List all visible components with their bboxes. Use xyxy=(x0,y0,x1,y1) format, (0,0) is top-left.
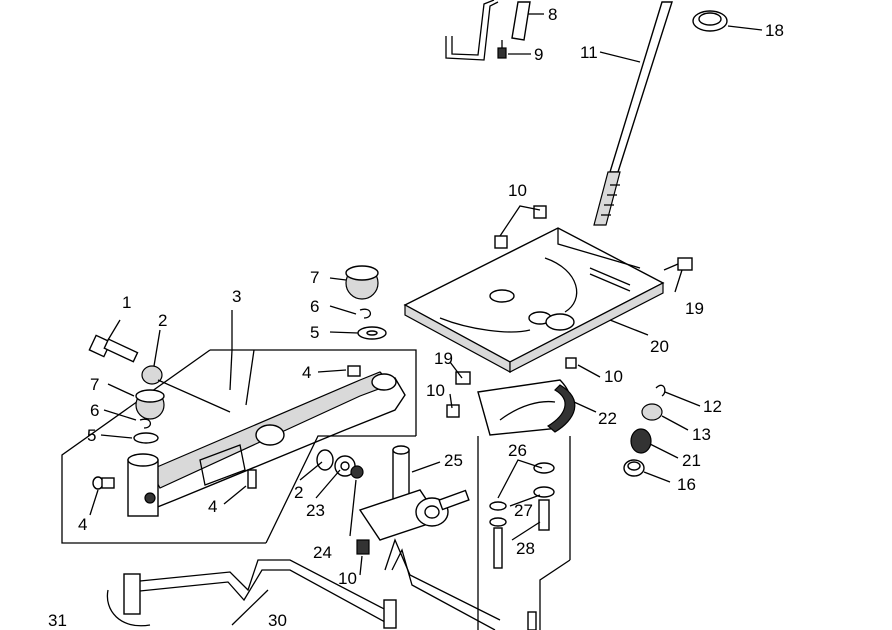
callout-28: 28 xyxy=(516,539,535,558)
callout-19-right: 19 xyxy=(685,299,704,318)
callout-5-left: 5 xyxy=(87,426,96,445)
callout-10-top: 10 xyxy=(508,181,527,200)
callout-23: 23 xyxy=(306,501,325,520)
callout-20: 20 xyxy=(650,337,669,356)
callout-7-left: 7 xyxy=(90,375,99,394)
callout-11: 11 xyxy=(580,43,598,62)
leader-lines xyxy=(89,13,763,626)
callout-10-left: 10 xyxy=(426,381,445,400)
right-spindle-parts xyxy=(345,265,387,377)
callout-21: 21 xyxy=(682,451,701,470)
tie-rod xyxy=(106,436,571,630)
pivot-parts xyxy=(316,445,410,501)
center-hardware xyxy=(489,462,555,569)
callout-9: 9 xyxy=(534,45,543,64)
callout-2-left: 2 xyxy=(158,311,167,330)
callout-19-left: 19 xyxy=(434,349,453,368)
steering-shaft xyxy=(593,1,673,226)
grommet xyxy=(692,10,728,32)
callout-30: 30 xyxy=(268,611,287,630)
left-spindle-parts xyxy=(88,334,165,490)
callout-27: 27 xyxy=(514,501,533,520)
lever-bracket xyxy=(445,0,531,61)
callout-10-right: 10 xyxy=(604,367,623,386)
callout-6-right: 6 xyxy=(310,297,319,316)
callout-3: 3 xyxy=(232,287,241,306)
callout-26: 26 xyxy=(508,441,527,460)
callout-4-right: 4 xyxy=(302,363,311,382)
plate-nuts xyxy=(446,205,577,418)
callout-31: 31 xyxy=(48,611,67,630)
front-axle xyxy=(127,371,406,517)
callout-16: 16 xyxy=(677,475,696,494)
callout-5-right: 5 xyxy=(310,323,319,342)
callout-10-bottom: 10 xyxy=(338,569,357,588)
pitman-arm xyxy=(356,489,470,555)
callout-18: 18 xyxy=(765,21,784,40)
sector-gear xyxy=(477,379,576,436)
steering-plate xyxy=(403,227,665,374)
callout-4-center: 4 xyxy=(208,497,217,516)
callout-8: 8 xyxy=(548,5,557,24)
callout-24: 24 xyxy=(313,543,332,562)
callout-4-left: 4 xyxy=(78,515,87,534)
callout-2-center: 2 xyxy=(294,483,303,502)
callout-1: 1 xyxy=(122,293,131,312)
callout-22: 22 xyxy=(598,409,617,428)
callout-13: 13 xyxy=(692,425,711,444)
callout-6-left: 6 xyxy=(90,401,99,420)
pinion-parts xyxy=(623,384,666,477)
callout-25: 25 xyxy=(444,451,463,470)
callout-7-right: 7 xyxy=(310,268,319,287)
callout-12: 12 xyxy=(703,397,722,416)
callout-labels: 8 9 11 18 10 19 20 19 10 10 12 22 13 21 … xyxy=(48,5,784,630)
